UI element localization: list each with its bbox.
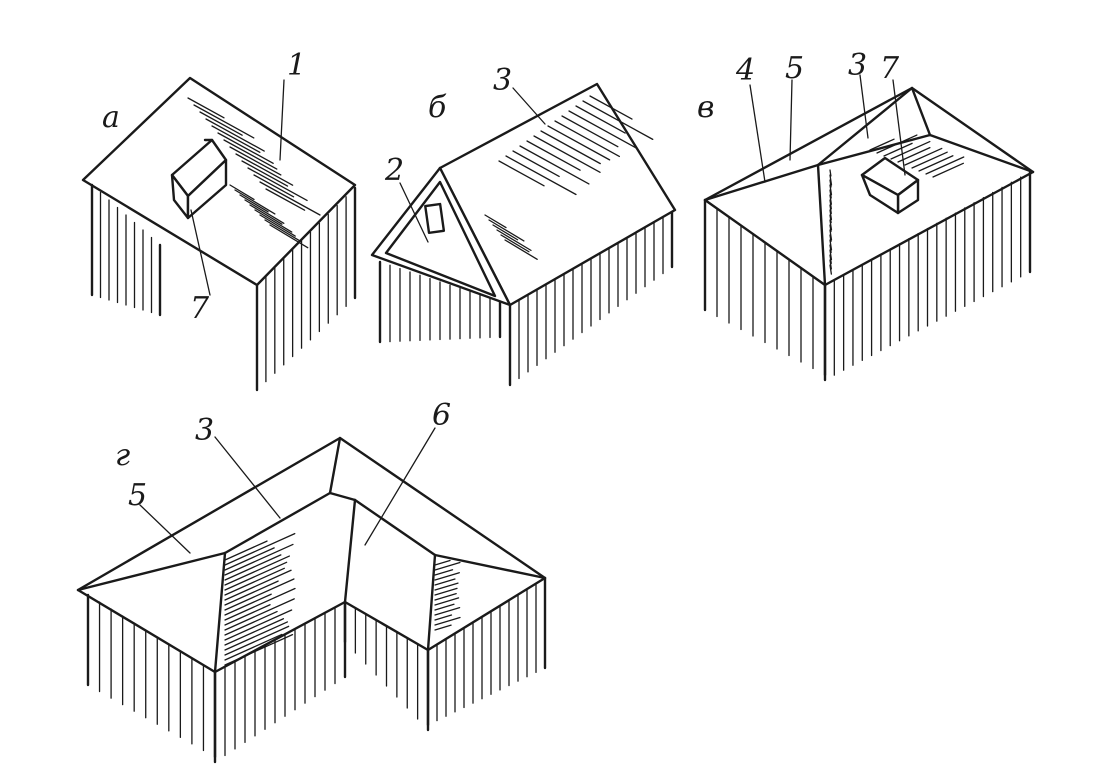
roof-d-l-shaped — [76, 427, 547, 764]
label-b-2: 2 — [384, 153, 404, 188]
roof-a-shed — [81, 76, 357, 392]
label-a-1: 1 — [287, 48, 306, 83]
label-a-7: 7 — [190, 291, 210, 326]
label-v: в — [697, 90, 714, 125]
label-g-5: 5 — [128, 478, 147, 513]
label-v-7: 7 — [880, 51, 900, 86]
label-g-3: 3 — [195, 413, 214, 448]
label-v-4: 4 — [735, 53, 755, 88]
chimney-a — [170, 138, 228, 220]
chimney-c — [860, 156, 920, 215]
label-v-5: 5 — [785, 51, 804, 86]
roof-c-hip — [703, 74, 1035, 382]
labels: а 1 7 б 3 2 в 4 5 3 7 г 3 5 6 — [102, 48, 900, 513]
label-b-3: 3 — [493, 63, 512, 98]
roof-b-gable — [370, 82, 677, 387]
label-v-3: 3 — [848, 48, 867, 83]
label-b: б — [428, 90, 447, 125]
label-a: а — [102, 100, 120, 135]
label-g-6: 6 — [432, 398, 451, 433]
label-g: г — [115, 438, 130, 473]
